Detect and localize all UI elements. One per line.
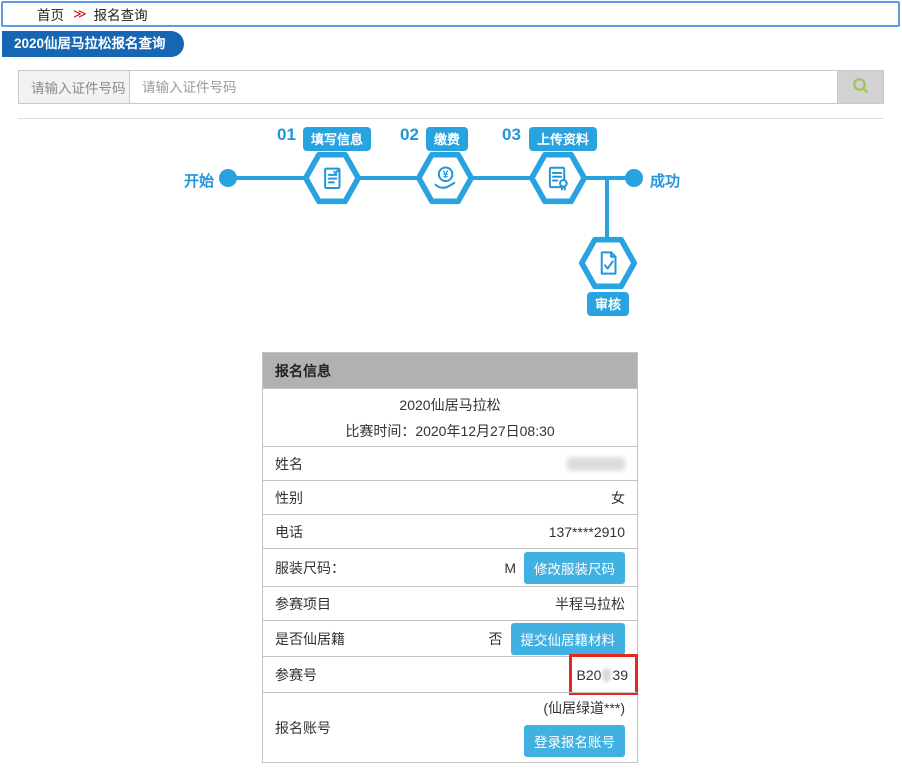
svg-text:¥: ¥	[443, 169, 449, 181]
flow-end-dot	[625, 169, 643, 187]
flow-line-vertical	[605, 178, 609, 262]
redacted-bib-digit	[602, 667, 612, 682]
row-label: 电话	[275, 523, 303, 540]
row-label: 参赛项目	[275, 595, 331, 612]
search-bar: 请输入证件号码	[18, 70, 884, 104]
login-account-button[interactable]: 登录报名账号	[524, 725, 625, 757]
table-row-gender: 性别 女	[263, 480, 637, 514]
breadcrumb: 首页 ≫ 报名查询	[1, 1, 900, 27]
review-hexagon	[578, 235, 638, 291]
table-header: 报名信息	[263, 353, 637, 388]
step2-badge: 缴费	[426, 127, 469, 151]
row-value: 137****2910	[548, 523, 625, 540]
review-badge: 审核	[587, 292, 630, 316]
breadcrumb-home-link[interactable]: 首页	[37, 8, 64, 23]
step3-number: 03	[502, 125, 521, 144]
breadcrumb-current: 报名查询	[93, 8, 148, 23]
step1-number: 01	[277, 125, 296, 144]
divider	[18, 118, 884, 119]
tab-registration-query[interactable]: 2020仙居马拉松报名查询	[2, 31, 184, 57]
flow-end-label: 成功	[650, 173, 681, 190]
modify-size-button[interactable]: 修改服装尺码	[524, 551, 625, 584]
table-row-bib-number: 参赛号 B20 39	[263, 654, 638, 695]
registration-info-table: 报名信息 2020仙居马拉松 比赛时间：2020年12月27日08:30 姓名 …	[262, 352, 638, 763]
row-label: 参赛号	[275, 666, 317, 683]
review-check-icon	[600, 251, 617, 275]
step3-hexagon	[528, 150, 588, 206]
row-value: 半程马拉松	[555, 595, 625, 612]
id-number-input[interactable]	[130, 71, 837, 103]
table-row-name: 姓名	[263, 446, 637, 480]
row-label: 性别	[275, 489, 303, 506]
bib-number-suffix: 39	[612, 666, 628, 683]
step2-hexagon: ¥	[415, 150, 475, 206]
flow-start-dot	[219, 169, 237, 187]
upload-docs-icon	[548, 166, 568, 191]
row-label: 姓名	[275, 455, 303, 472]
event-row: 2020仙居马拉松 比赛时间：2020年12月27日08:30	[263, 388, 637, 446]
event-name: 2020仙居马拉松	[399, 396, 501, 413]
row-value: M	[504, 559, 516, 576]
table-row-native-status: 是否仙居籍 否 提交仙居籍材料	[263, 620, 637, 656]
event-time: 比赛时间：2020年12月27日08:30	[345, 422, 555, 439]
bib-number-prefix: B20	[576, 666, 602, 683]
payment-icon: ¥	[434, 166, 456, 189]
table-row-event-category: 参赛项目 半程马拉松	[263, 586, 637, 620]
redacted-name-value	[567, 456, 625, 471]
account-value: (仙居绿道***)	[543, 700, 625, 716]
step1-hexagon	[302, 150, 362, 206]
table-row-shirt-size: 服装尺码： M 修改服装尺码	[263, 548, 637, 586]
registration-steps-flow: 开始 01 填写信息 02 缴费 ¥ 03	[0, 120, 902, 335]
search-icon	[850, 75, 872, 100]
step2-number: 02	[400, 125, 419, 144]
table-row-account: 报名账号 (仙居绿道***) 登录报名账号	[263, 692, 637, 762]
search-button[interactable]	[837, 71, 883, 103]
row-value: 女	[611, 489, 625, 506]
form-icon	[324, 167, 341, 189]
step1-badge: 填写信息	[303, 127, 372, 151]
row-label: 报名账号	[275, 719, 331, 736]
double-chevron-icon: ≫	[73, 6, 87, 21]
table-row-phone: 电话 137****2910	[263, 514, 637, 548]
submit-native-materials-button[interactable]: 提交仙居籍材料	[510, 622, 625, 655]
step3-badge: 上传资料	[529, 127, 598, 151]
flow-start-label: 开始	[184, 173, 215, 190]
bib-number-highlight-box: B20 39	[569, 654, 638, 695]
search-field-label: 请输入证件号码	[19, 71, 130, 103]
row-label: 服装尺码：	[275, 559, 345, 576]
row-value: 否	[488, 630, 503, 647]
row-label: 是否仙居籍	[275, 630, 345, 647]
